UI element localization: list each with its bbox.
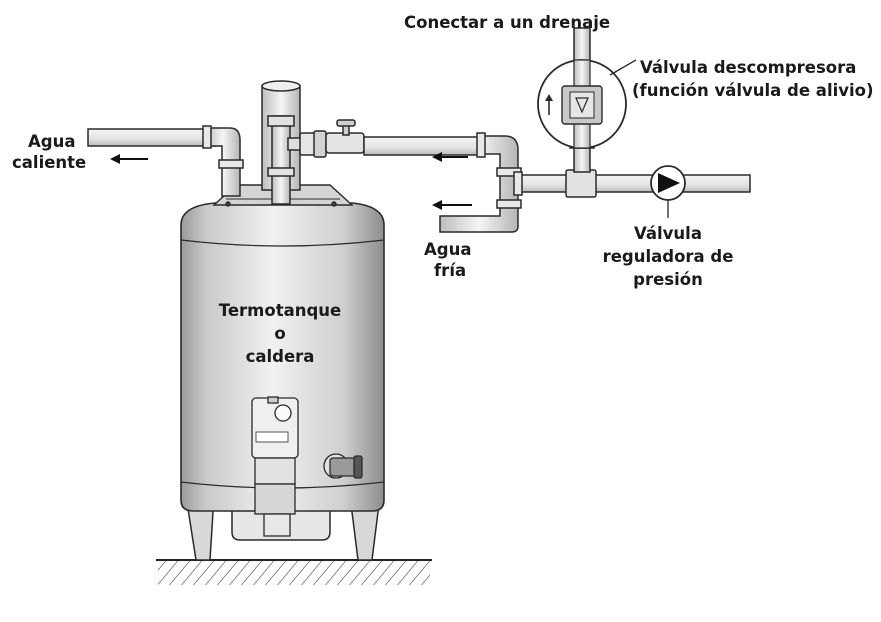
pressure-valve-icon [650, 165, 686, 218]
drain-valve [323, 453, 363, 479]
pressure-valve-label-line2: reguladora de [602, 247, 734, 266]
tank-label-line2: o [274, 324, 286, 343]
thermostat-control [251, 396, 299, 537]
cold-water-label-line1: Agua [424, 240, 472, 259]
pressure-valve-label-line1: Válvula [634, 224, 702, 243]
relief-valve-label-line1: Válvula descompresora [640, 58, 857, 77]
cold-water-inlet [267, 115, 522, 233]
tank-label-line1: Termotanque [218, 301, 342, 320]
hot-water-label-line2: caliente [12, 153, 87, 172]
hot-water-pipe [87, 125, 244, 197]
flow-arrows [110, 152, 472, 210]
cold-water-label-line2: fría [434, 261, 467, 280]
tank-label-line3: caldera [245, 347, 315, 366]
relief-valve-label-line2: (función válvula de alivio) [632, 81, 874, 100]
drain-label: Conectar a un drenaje [404, 13, 611, 32]
hot-water-label-line1: Agua [28, 132, 76, 151]
relief-valve-icon [537, 59, 637, 149]
tank-body [180, 202, 385, 512]
floor [156, 559, 432, 585]
pressure-valve-label-line3: presión [633, 270, 703, 289]
